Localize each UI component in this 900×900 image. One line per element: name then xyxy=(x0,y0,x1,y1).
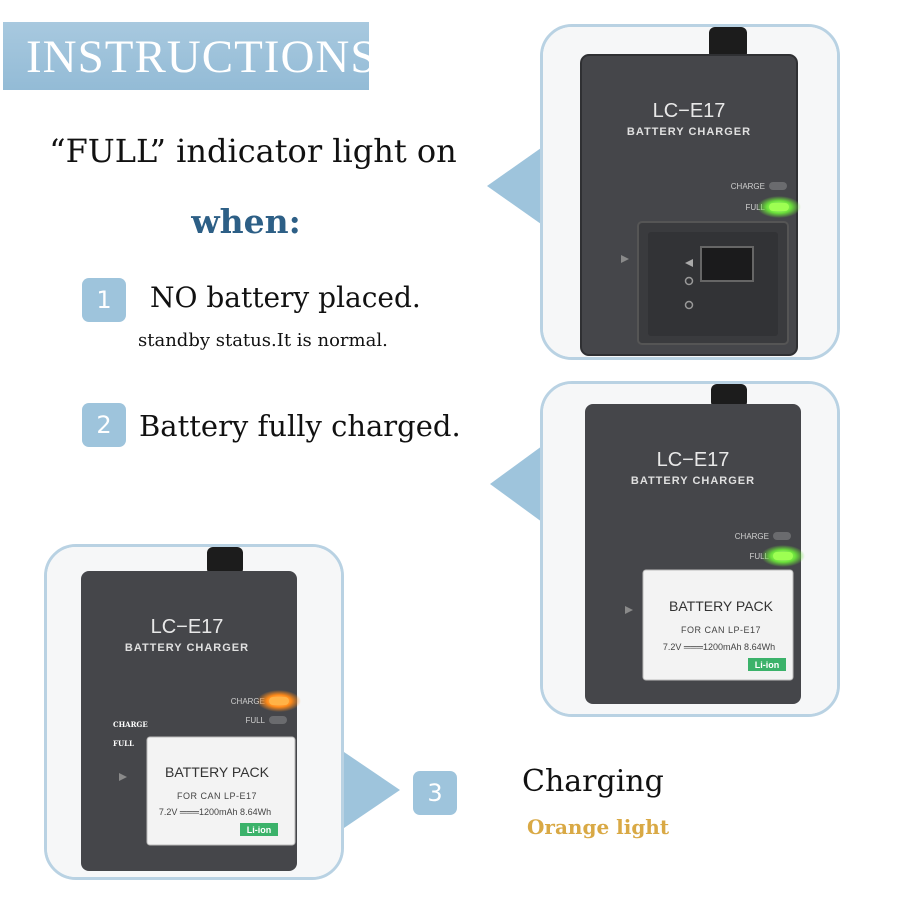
battery-pack xyxy=(146,736,296,846)
cable xyxy=(709,27,747,59)
photo-frame-no-battery: LC−E17 BATTERY CHARGER CHARGE FULL xyxy=(540,24,840,360)
page-title: INSTRUCTIONS xyxy=(26,31,378,83)
photo-frame-charging: LC−E17 BATTERY CHARGER CHARGE FULL CHARG… xyxy=(44,544,344,880)
charger-photo-charging: LC−E17 BATTERY CHARGER CHARGE FULL CHARG… xyxy=(47,547,341,877)
pointer-arrow-3 xyxy=(344,752,400,828)
charger-photo-empty: LC−E17 BATTERY CHARGER CHARGE FULL xyxy=(543,27,837,357)
when-label: when: xyxy=(191,202,301,241)
battery-chem-badge: Li-ion xyxy=(247,825,272,835)
cable xyxy=(207,547,243,575)
step-1-title: NO battery placed. xyxy=(150,281,421,314)
battery-spec: 7.2V ═══1200mAh 8.64Wh xyxy=(159,807,271,817)
step-3-title: Charging xyxy=(522,764,664,799)
pointer-arrow-1 xyxy=(487,148,541,224)
contact-window xyxy=(700,246,754,282)
battery-pack xyxy=(642,569,794,681)
full-led-label: FULL xyxy=(749,552,769,561)
charger-model: LC−E17 xyxy=(151,616,224,638)
full-led-label: FULL xyxy=(245,716,265,725)
charger-photo-full: LC−E17 BATTERY CHARGER CHARGE FULL BATTE… xyxy=(543,384,837,714)
charger-label: BATTERY CHARGER xyxy=(627,126,751,138)
battery-compat: FOR CAN LP-E17 xyxy=(681,625,761,635)
cable xyxy=(711,384,747,408)
battery-label: BATTERY PACK xyxy=(165,764,270,780)
charger-model: LC−E17 xyxy=(653,100,726,122)
battery-chem-badge: Li-ion xyxy=(755,660,780,670)
full-led-label: FULL xyxy=(745,203,765,212)
charge-led-label: CHARGE xyxy=(231,697,265,706)
overlay-charge-label: CHARGE xyxy=(113,720,148,729)
charger-label: BATTERY CHARGER xyxy=(631,475,755,487)
full-led xyxy=(773,552,793,560)
battery-label: BATTERY PACK xyxy=(669,598,774,614)
battery-compat: FOR CAN LP-E17 xyxy=(177,791,257,801)
charger-model: LC−E17 xyxy=(657,449,730,471)
step-2-title: Battery fully charged. xyxy=(139,409,461,443)
header-banner xyxy=(3,22,369,90)
step-2-badge: 2 xyxy=(82,403,126,447)
step-1-badge: 1 xyxy=(82,278,126,322)
step-1-subtitle: standby status.It is normal. xyxy=(138,330,388,351)
overlay-full-label: FULL xyxy=(113,739,134,748)
step-3-subtitle: Orange light xyxy=(527,815,670,839)
full-led xyxy=(769,203,789,211)
step-3-badge: 3 xyxy=(413,771,457,815)
charger-label: BATTERY CHARGER xyxy=(125,642,249,654)
charge-led-label: CHARGE xyxy=(735,532,769,541)
pointer-arrow-2 xyxy=(490,446,542,522)
battery-spec: 7.2V ═══1200mAh 8.64Wh xyxy=(663,642,775,652)
photo-frame-fully-charged: LC−E17 BATTERY CHARGER CHARGE FULL BATTE… xyxy=(540,381,840,717)
headline: “FULL” indicator light on xyxy=(49,132,457,170)
charge-led xyxy=(269,697,289,705)
charge-led-label: CHARGE xyxy=(731,182,765,191)
